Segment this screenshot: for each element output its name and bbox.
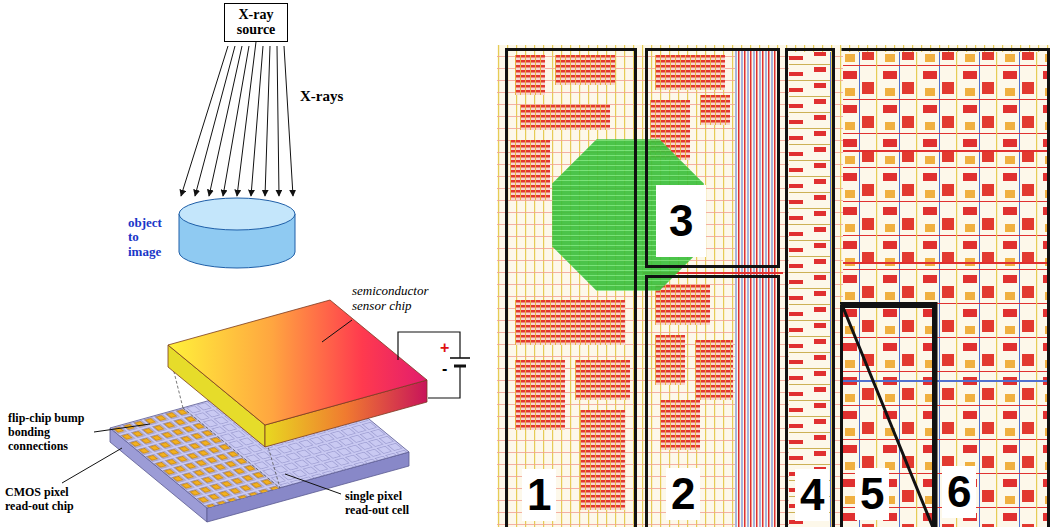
sensor-label: semiconductor sensor chip	[352, 284, 447, 314]
layout-region: 4	[785, 48, 835, 527]
bias-battery	[398, 332, 470, 398]
layout-region: 1	[505, 48, 637, 527]
x-ray-arrow	[237, 42, 256, 196]
source-box: X-ray source	[224, 3, 288, 42]
cell-label: single pixel read-out cell	[345, 490, 417, 518]
cylinder-top	[179, 198, 295, 230]
polarity-sign: -	[442, 361, 454, 377]
callout-number: 5	[855, 468, 889, 520]
chip-layout	[497, 45, 1050, 527]
leader-lines	[62, 320, 352, 494]
cylinder-outline	[178, 196, 296, 272]
callout-number: 3	[656, 185, 706, 257]
layout-region: 2	[645, 275, 780, 527]
callout-number: 6	[942, 466, 976, 518]
region-outline	[840, 48, 1050, 527]
callout-number: 4	[795, 469, 829, 521]
layout-region: 6	[840, 48, 1050, 527]
layout-region: 3	[645, 48, 780, 268]
region-outline	[842, 50, 1049, 527]
x-ray-beam	[181, 46, 293, 196]
readout-label: CMOS pixel read-out chip	[5, 486, 81, 514]
polarity-sign: +	[440, 340, 452, 356]
callout-number: 2	[666, 468, 700, 520]
callout-number: 1	[522, 469, 556, 521]
bump-label: flip-chip bump bonding connections	[8, 412, 88, 453]
sensor-chip	[168, 300, 427, 447]
node-label: object to image	[128, 216, 172, 259]
node-label: X-ray source	[231, 7, 281, 38]
beam-label: X-rays	[300, 88, 360, 105]
object-cylinder: object to image	[178, 196, 296, 272]
